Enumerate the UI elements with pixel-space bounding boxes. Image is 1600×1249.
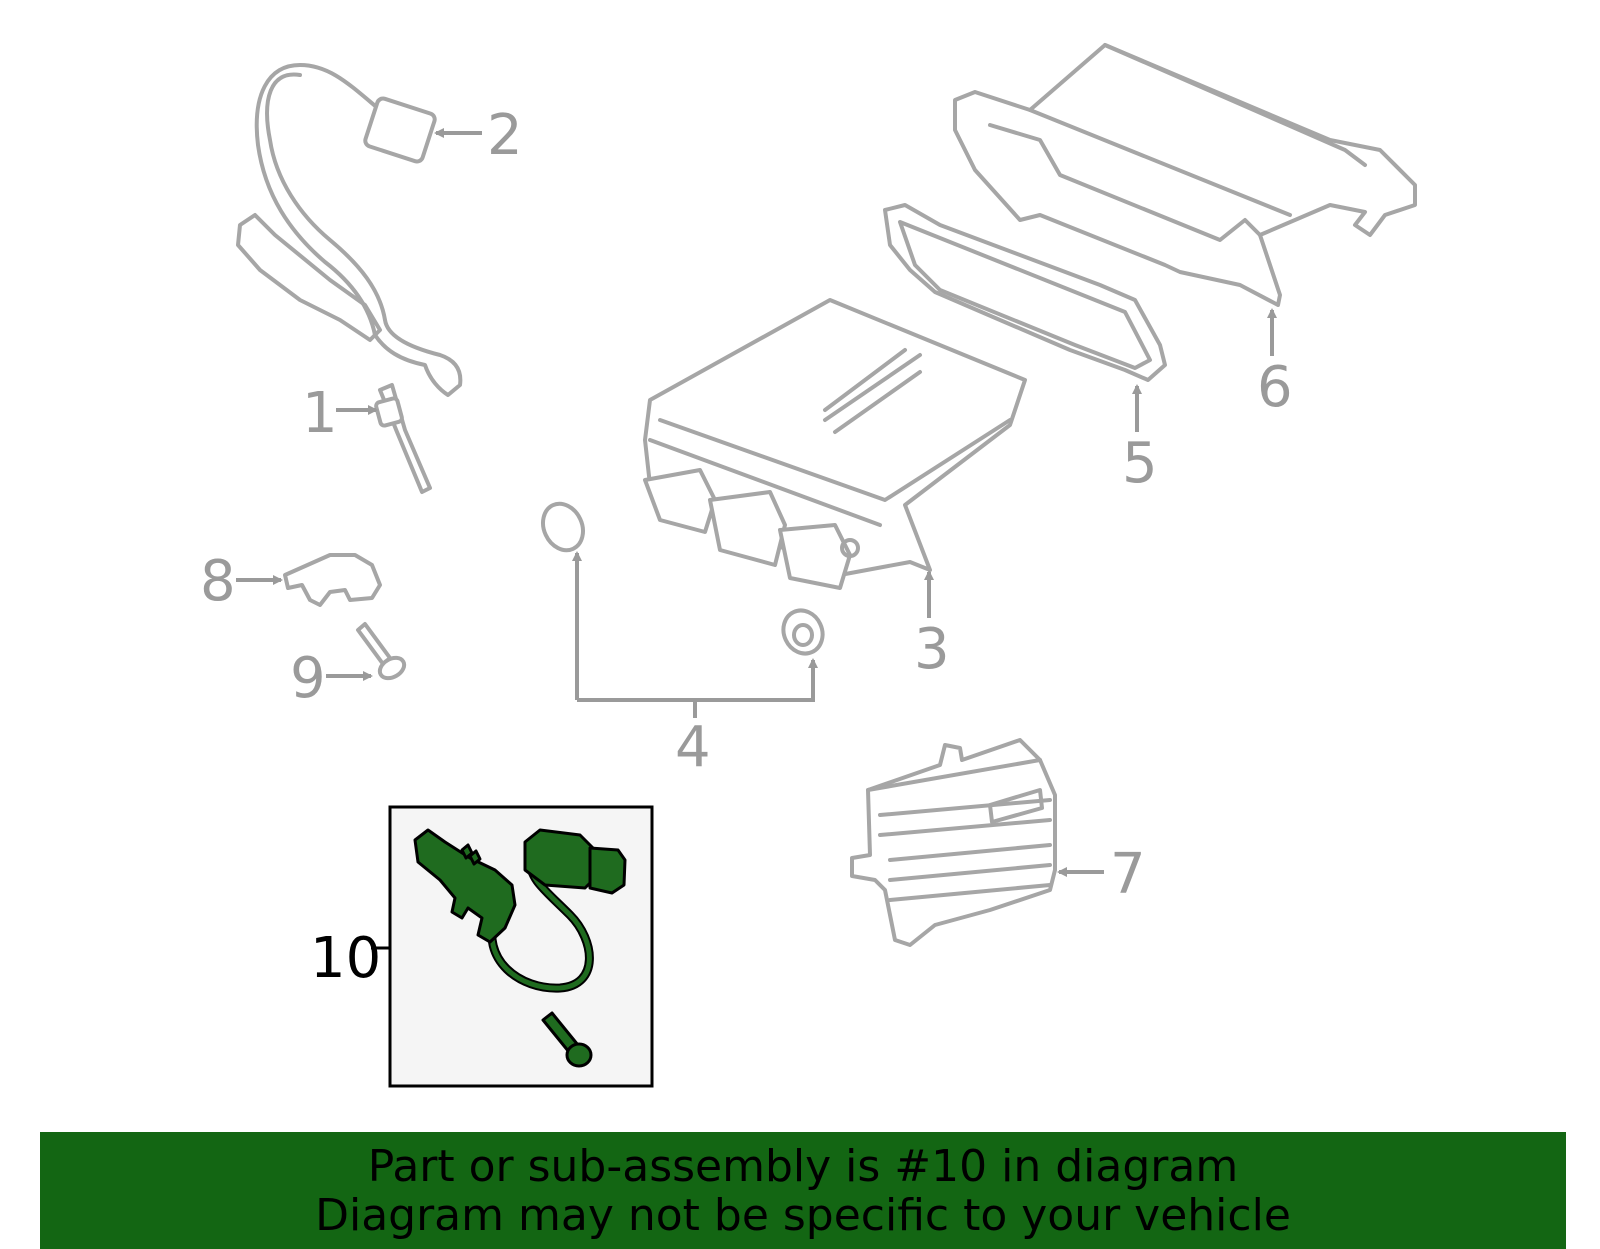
part-8-clip[interactable] <box>283 553 382 607</box>
callout-5: 5 <box>1122 431 1158 496</box>
callout-labels: 1 2 3 4 5 6 7 8 9 <box>200 103 1293 907</box>
callout-4: 4 <box>675 715 711 780</box>
callout-1: 1 <box>302 381 338 446</box>
part-1-sensor[interactable] <box>374 383 432 494</box>
part-6-tray[interactable] <box>953 43 1417 307</box>
callout-6: 6 <box>1257 355 1293 420</box>
callout-2: 2 <box>487 103 523 168</box>
part-9-bolt[interactable] <box>356 622 408 682</box>
part-3-ecu-module[interactable] <box>643 298 1027 590</box>
callout-3: 3 <box>914 617 950 682</box>
callout-9: 9 <box>290 646 326 711</box>
part-4-grommets[interactable] <box>536 497 830 660</box>
info-banner: Part or sub-assembly is #10 in diagram D… <box>40 1132 1566 1249</box>
leader-lines <box>236 128 1277 877</box>
banner-line-1: Part or sub-assembly is #10 in diagram <box>367 1141 1239 1192</box>
part-5-gasket[interactable] <box>883 203 1167 382</box>
callout-8: 8 <box>200 549 236 614</box>
part-2-wiring-harness[interactable] <box>236 63 463 397</box>
part-7-module[interactable] <box>850 738 1057 947</box>
callout-7: 7 <box>1110 842 1146 907</box>
banner-line-2: Diagram may not be specific to your vehi… <box>315 1190 1291 1241</box>
part-10-sensor-assembly[interactable] <box>413 828 627 1068</box>
highlight-box-part-10[interactable]: 10 <box>310 805 654 1088</box>
callout-10: 10 <box>310 926 381 991</box>
